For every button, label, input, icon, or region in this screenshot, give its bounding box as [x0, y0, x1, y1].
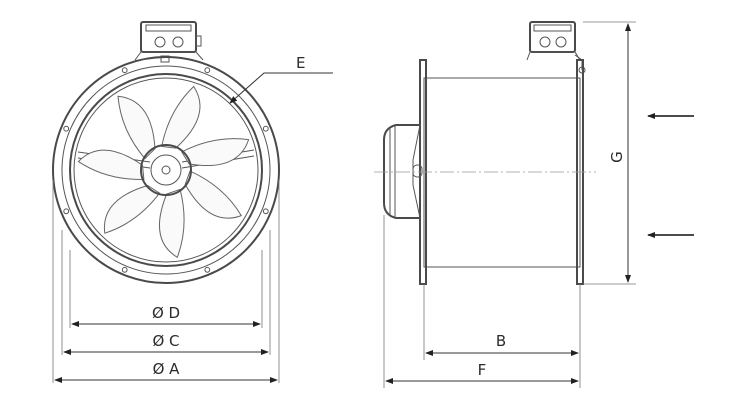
impeller-blade: [77, 149, 145, 180]
bolt-hole: [204, 266, 211, 273]
inner-flange-ring: [61, 65, 271, 275]
bolt-hole: [262, 125, 269, 132]
bolt-hole: [63, 125, 70, 132]
impeller-blade: [181, 138, 250, 167]
bolt-hole: [204, 67, 211, 74]
side-view: B F G: [374, 21, 694, 388]
impeller-blades: [77, 85, 250, 259]
label-g: G: [608, 151, 626, 163]
impeller-blade: [184, 170, 243, 219]
impeller-blade: [103, 184, 161, 234]
flange-bolt-holes: [63, 67, 269, 273]
label-b: B: [496, 332, 506, 350]
impeller-blade: [161, 85, 201, 149]
bolt-hole: [262, 208, 269, 215]
label-dia-c: Ø C: [152, 332, 179, 350]
front-extension-lines: [52, 180, 280, 383]
terminal-box-front: [134, 21, 204, 63]
bolt-hole: [121, 67, 128, 74]
impeller-hub: [140, 144, 192, 196]
label-e: E: [296, 54, 305, 72]
label-dia-a: Ø A: [153, 360, 181, 378]
side-extension-lines: [383, 21, 636, 388]
bolt-hole: [121, 266, 128, 273]
leader-e: [229, 72, 333, 104]
label-f: F: [478, 361, 487, 379]
impeller-blade: [117, 95, 156, 160]
outer-flange-ring: [52, 56, 280, 284]
airflow-arrows: [647, 113, 694, 238]
impeller-blade: [159, 188, 185, 259]
bolt-hole: [63, 208, 70, 215]
casing-body: [423, 77, 581, 268]
motor: [383, 124, 423, 219]
label-dia-d: Ø D: [152, 304, 180, 322]
casing-ring: [69, 73, 263, 267]
front-view: E Ø D Ø C Ø A: [52, 21, 333, 383]
